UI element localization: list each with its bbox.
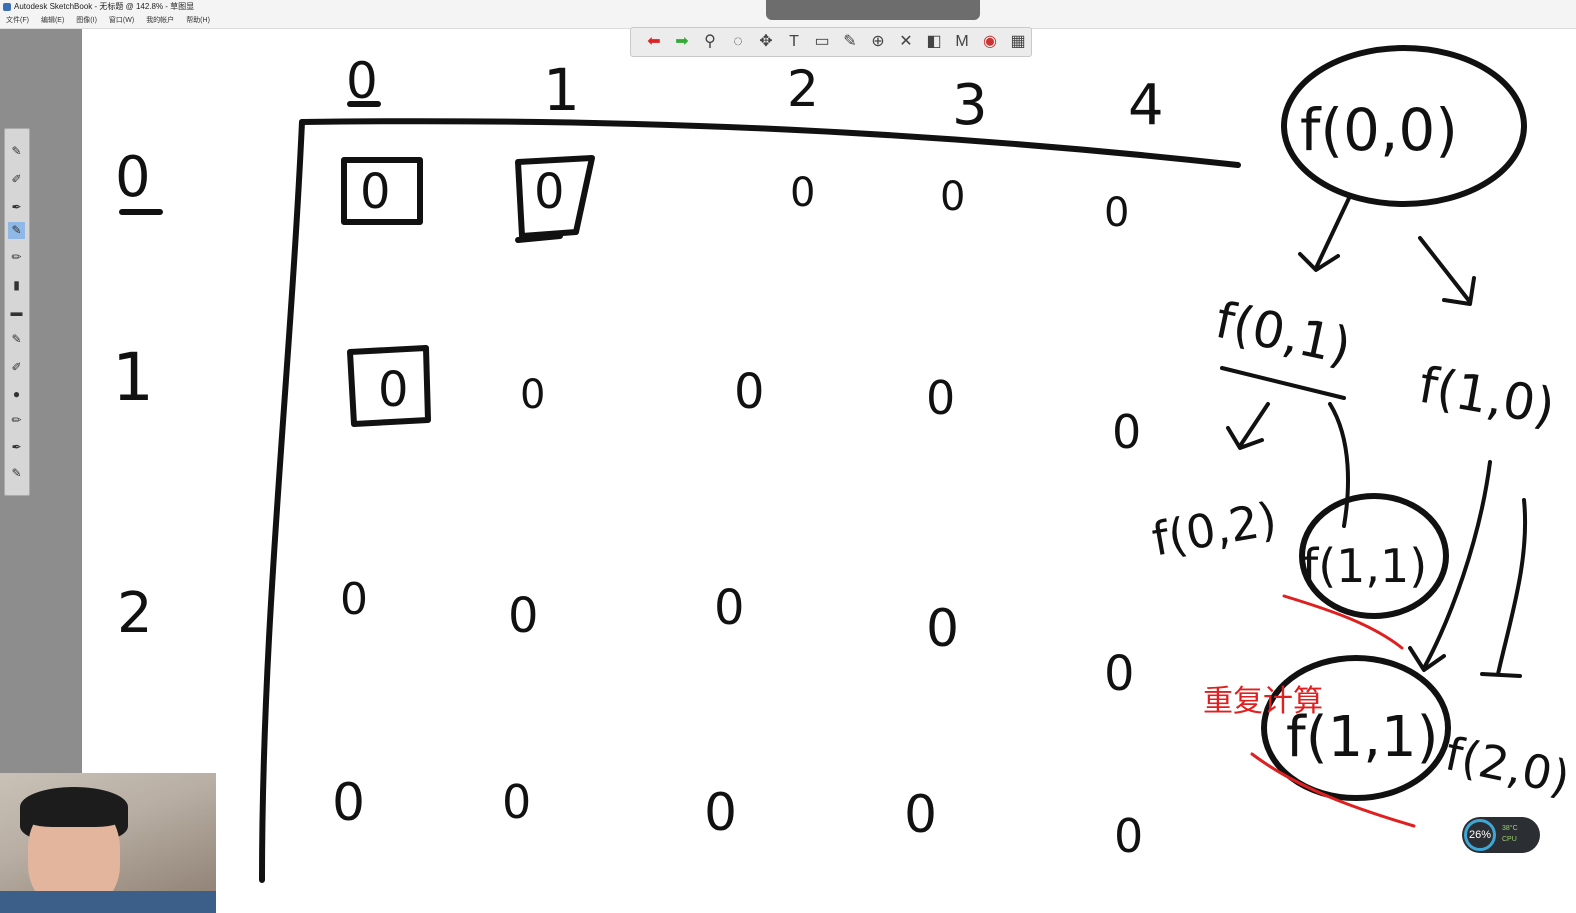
table-left-border [259,119,305,883]
brush-icon[interactable]: M [955,33,969,50]
cell-1-2: 0 [734,364,765,420]
arrow-right-shared [1408,460,1492,672]
shared-node-b-ellipse [1261,655,1451,801]
menu-image[interactable]: 图像(I) [76,17,97,24]
brush-airbrush-icon[interactable]: ✏ [11,250,22,264]
monitor-stats: 38°C CPU [1502,823,1518,845]
menu-window[interactable]: 窗口(W) [108,17,135,24]
cell-box-0-1 [515,155,595,239]
symmetry-icon[interactable]: ⊕ [871,33,885,50]
cell-2-0: 0 [340,574,368,625]
menu-account[interactable]: 我的帐户 [146,17,175,24]
cell-0-0: 0 [360,164,391,220]
red-underline-b [1250,752,1416,828]
app-icon [3,3,11,11]
tree-left: f(0,1) [1211,291,1356,376]
tree-right-right: f(2,0) [1441,726,1575,805]
row-header-2: 2 [117,581,153,646]
row-header-1: 1 [112,339,154,416]
move-icon[interactable]: ✥ [759,33,773,50]
arrow-root-right [1418,236,1476,306]
col-header-4: 4 [1128,73,1164,138]
arrow-left-left [1226,402,1270,450]
cell-1-3: 0 [926,371,955,425]
cell-1-1: 0 [520,372,545,418]
cell-0-1: 0 [534,164,565,220]
col-header-2: 2 [787,60,819,118]
cell-3-3: 0 [904,785,937,845]
cell-3-2: 0 [704,783,737,843]
arrow-left-shared [1328,402,1350,528]
webcam-overlay [0,773,216,913]
arrow-root-left [1298,194,1352,272]
brush-active-icon[interactable]: ✎ [8,222,25,239]
shared-node-a-ellipse [1299,493,1449,619]
overlay-tab [766,0,980,20]
cell-3-4: 0 [1114,809,1143,863]
menu-help[interactable]: 帮助(H) [186,17,210,24]
brush-marker-icon[interactable]: ✐ [11,172,22,186]
undo-icon[interactable]: ⬅ [647,33,661,50]
color-wheel-icon[interactable]: ◉ [983,33,997,50]
system-monitor-badge[interactable]: 26% 38°C CPU [1462,817,1540,853]
brush-eraser-icon[interactable]: ▬ [10,305,23,319]
col-header-0: 0 [346,52,378,110]
cell-box-0-0 [341,157,423,225]
root-node-ellipse [1281,45,1527,207]
cell-1-0: 0 [378,362,409,418]
duplicate-calc-annotation: 重复计算 [1203,684,1323,719]
brush-pen-icon[interactable]: ✒ [11,200,22,214]
tree-root: f(0,0) [1300,96,1458,164]
ruler-icon[interactable]: ▭ [814,33,830,50]
cell-2-2: 0 [714,580,745,636]
brush-chisel-icon[interactable]: ✏ [11,413,22,427]
pen-icon[interactable]: ✎ [843,33,857,50]
redo-icon[interactable]: ➡ [675,33,689,50]
brush-ink-icon[interactable]: ✎ [11,332,22,346]
cell-2-3: 0 [926,599,959,659]
webcam-shirt [0,891,216,913]
cpu-gauge: 26% [1464,819,1496,851]
text-icon[interactable]: T [789,33,799,50]
tree-left-left: f(0,2) [1148,491,1281,566]
cell-0-3: 0 [940,174,965,220]
brush-smudge-icon[interactable]: ✐ [11,360,22,374]
brush-hard-icon[interactable]: ✎ [11,466,22,480]
menu-file[interactable]: 文件(F) [6,17,29,24]
fill-icon[interactable]: ◧ [926,33,942,50]
col-header-3: 3 [952,73,988,138]
menu-edit[interactable]: 编辑(E) [40,17,65,24]
row-header-0: 0 [115,145,151,210]
window-title: Autodesk SketchBook - 无标题 @ 142.8% - 草图显 [14,2,195,11]
cell-1-4: 0 [1112,405,1141,459]
drawing-canvas[interactable]: 0 1 2 3 4 0 1 2 0 0 0 0 0 0 0 0 0 0 0 0 … [82,29,1576,913]
red-underline-a [1282,594,1404,650]
transform-icon[interactable]: ✕ [899,33,913,50]
tree-shared-a: f(1,1) [1302,539,1427,593]
layers-icon[interactable]: ▦ [1010,33,1026,50]
tree-shared-b: f(1,1) [1286,705,1438,770]
monitor-label: CPU [1502,836,1517,843]
tree-right: f(1,0) [1415,356,1559,437]
cell-2-4: 0 [1104,646,1135,702]
brush-blur-icon[interactable]: ● [12,387,21,401]
monitor-temp: 38°C [1502,825,1518,832]
lasso-icon[interactable]: ◌ [733,33,743,50]
cell-box-1-0 [347,345,431,427]
col-header-1: 1 [543,56,580,124]
brush-brush-icon[interactable]: ✒ [11,440,22,454]
brush-palette: ✎ ✐ ✒ ✎ ✏ ▮ ▬ ✎ ✐ ● ✏ ✒ ✎ [4,128,30,496]
cell-3-0: 0 [332,773,365,833]
arrow-right-right [1480,498,1528,678]
table-top-border [299,118,1241,168]
zoom-icon[interactable]: ⚲ [704,33,716,50]
brush-pencil-icon[interactable]: ✎ [11,144,22,158]
cell-0-4: 0 [1104,190,1129,236]
floating-toolbar: ⬅ ➡ ⚲ ◌ ✥ T ▭ ✎ ⊕ ✕ ◧ M ◉ ▦ [630,27,1032,57]
brush-fill-icon[interactable]: ▮ [13,278,20,292]
cell-0-2: 0 [790,170,815,216]
cell-2-1: 0 [508,588,539,644]
cell-3-1: 0 [502,775,531,829]
